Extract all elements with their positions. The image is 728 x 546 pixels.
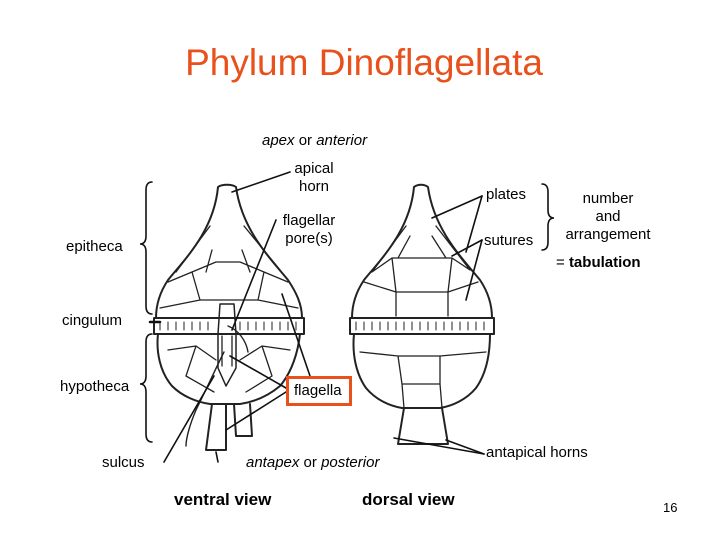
flagellar-line1: flagellar: [282, 212, 336, 229]
apex-term: apex: [262, 132, 295, 149]
tabulation-definition: number and arrangement: [552, 190, 664, 244]
apex-anterior-label: apex or anterior: [262, 132, 367, 150]
sulcus-label: sulcus: [102, 454, 145, 471]
flagella-label: flagella: [294, 382, 342, 399]
ventral-epitheca-outline: [155, 183, 303, 319]
dorsal-view-caption: dorsal view: [362, 490, 455, 509]
antapical-horns-label: antapical horns: [486, 444, 588, 461]
ventral-hypotheca-outline: [156, 333, 301, 405]
anterior-term: anterior: [316, 132, 368, 149]
dorsal-hypotheca-outline: [352, 333, 491, 409]
cingulum-label: cingulum: [62, 312, 123, 329]
flagellar-pore-label: flagellar pore(s): [278, 212, 340, 248]
number-text: number: [582, 190, 634, 207]
plates-label: plates: [486, 186, 527, 203]
ventral-right-antapical-horn: [233, 403, 253, 437]
ventral-view-caption: ventral view: [174, 490, 272, 509]
hypotheca-label: hypotheca: [60, 378, 130, 395]
tabulation-term: tabulation: [568, 254, 641, 271]
epitheca-label: epitheca: [66, 238, 123, 255]
and-text: and: [595, 208, 621, 225]
apical-horn-label: apical horn: [288, 160, 340, 196]
posterior-term: posterior: [321, 454, 380, 471]
arrangement-text: arrangement: [565, 226, 651, 243]
or-text-2: or: [299, 454, 322, 471]
apical-horn-line2: horn: [298, 178, 330, 195]
dorsal-cingulum: [349, 317, 495, 335]
apical-horn-line1: apical: [294, 160, 334, 177]
slide-title: Phylum Dinoflagellata: [185, 42, 543, 83]
dorsal-antapical-horn: [397, 407, 449, 445]
tabulation-line: = tabulation: [556, 254, 641, 272]
antapex-posterior-label: antapex or posterior: [246, 454, 379, 472]
page-number: 16: [663, 500, 678, 515]
flagella-highlight-box: [286, 376, 352, 406]
equals-sign: =: [556, 254, 569, 271]
antapex-term: antapex: [246, 454, 300, 471]
ventral-cingulum: [153, 317, 305, 335]
or-text: or: [294, 132, 317, 149]
flagellar-line2: pore(s): [285, 230, 333, 247]
sutures-label: sutures: [484, 232, 534, 249]
dorsal-epitheca-outline: [351, 183, 493, 319]
ventral-left-antapical-horn: [205, 403, 227, 451]
